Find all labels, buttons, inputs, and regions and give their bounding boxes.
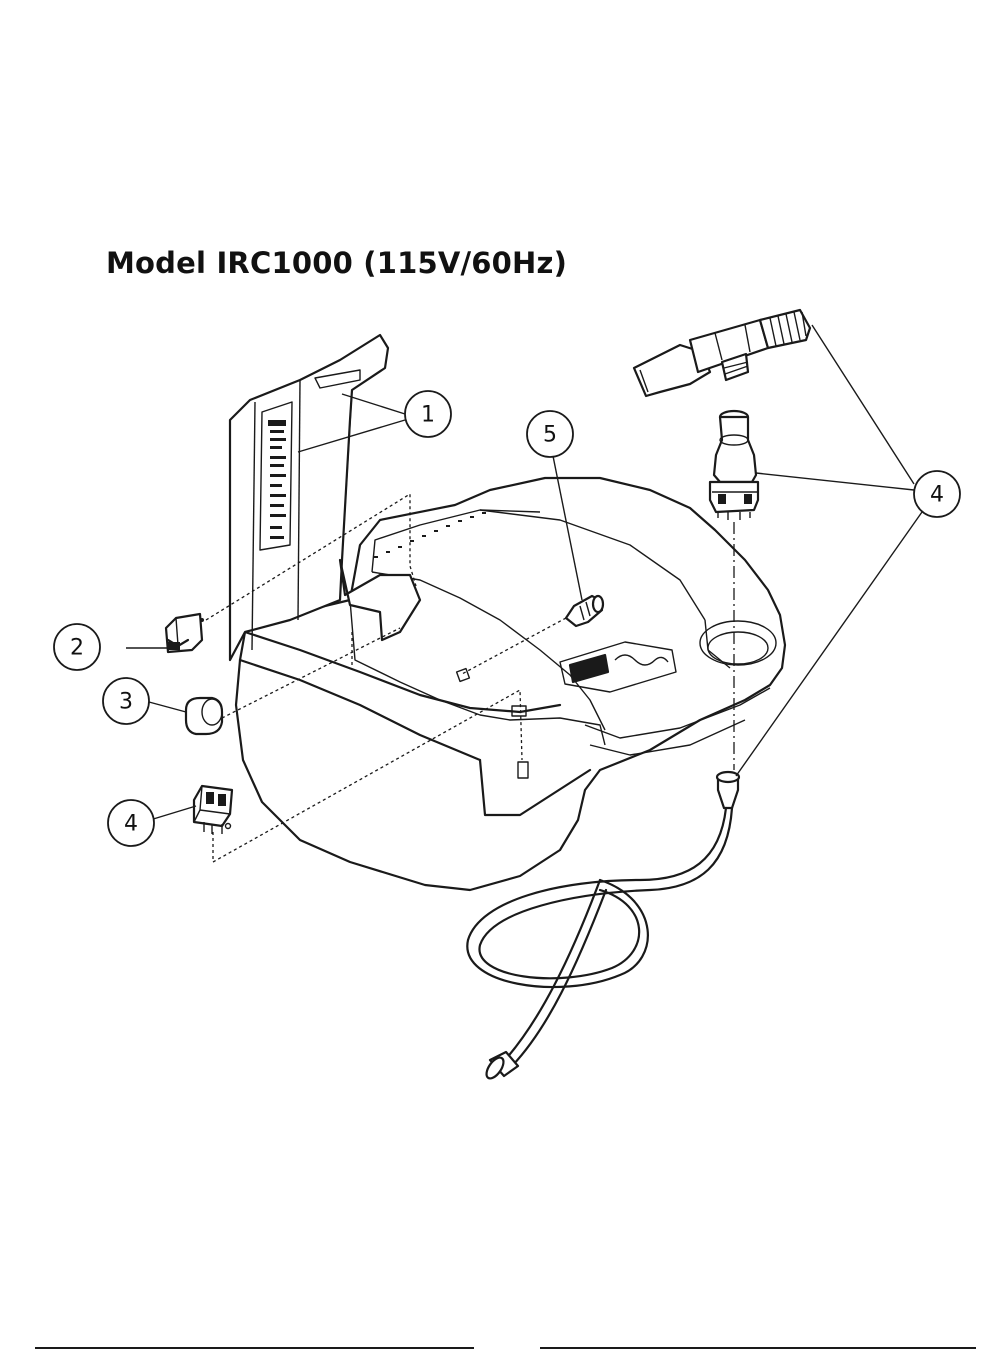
svg-text:1: 1	[421, 403, 435, 428]
part-4-power-switch	[194, 786, 232, 834]
svg-text:3: 3	[119, 690, 133, 715]
callout-2: 2	[54, 624, 100, 670]
callout-4-switch: 4	[108, 800, 154, 846]
callout-3: 3	[103, 678, 149, 724]
part-2-filter-holder	[166, 614, 204, 652]
svg-text:5: 5	[543, 423, 557, 448]
callout-5: 5	[527, 411, 573, 457]
part-4-mouthpiece-t-piece	[634, 310, 810, 396]
part-3-filter	[186, 698, 222, 734]
svg-text:4: 4	[930, 483, 944, 508]
svg-text:4: 4	[124, 812, 138, 837]
part-4-nebulizer-cup	[710, 411, 758, 520]
svg-text:2: 2	[70, 636, 84, 661]
callout-1: 1	[405, 391, 451, 437]
callout-4-nebulizer-kit: 4	[914, 471, 960, 517]
